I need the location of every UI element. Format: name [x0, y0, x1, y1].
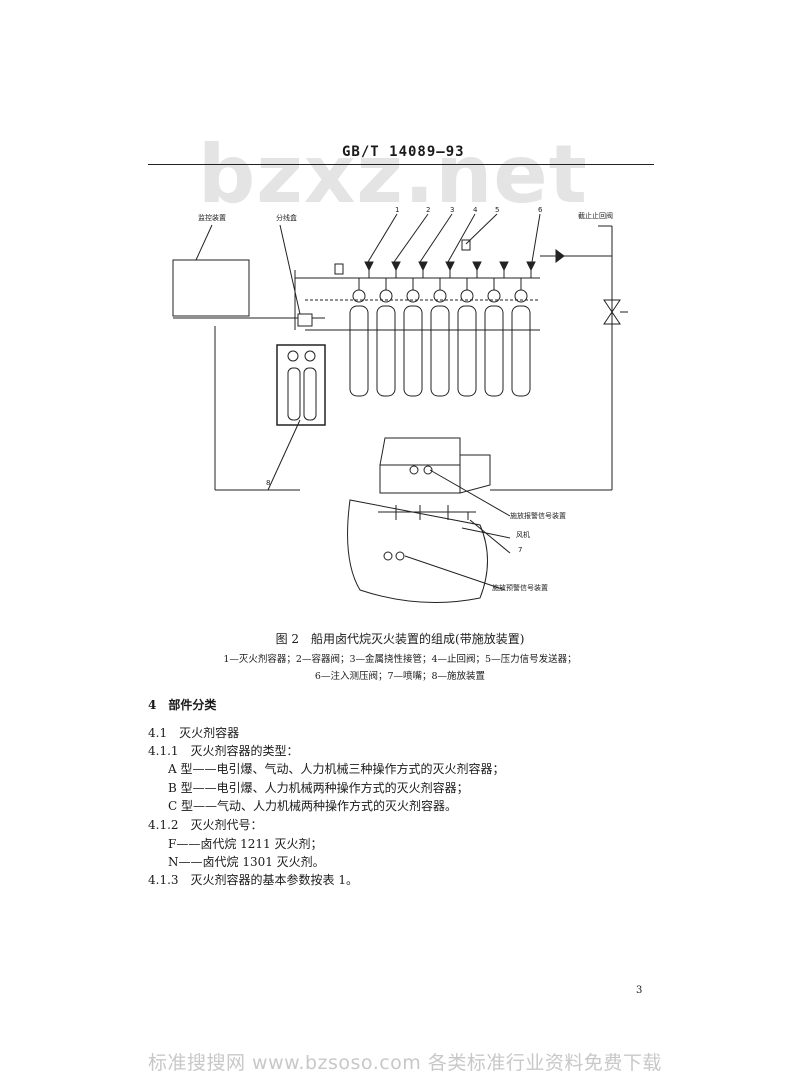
standard-code: GB/T 14089—93: [342, 144, 465, 160]
label-pre-release-signal: 施放预警信号装置: [492, 583, 548, 592]
release-unit: [276, 344, 326, 426]
label-fan: 风机: [516, 530, 530, 539]
figure-legend-1: 1—灭火剂容器；2—容器阀；3—金属挠性接管；4—止回阀；5—压力信号发送器；: [223, 654, 577, 665]
label-n8: 8: [266, 479, 270, 487]
stop-check-valve: [603, 299, 621, 313]
page-number: 3: [636, 985, 643, 996]
label-n1: 1: [395, 206, 399, 214]
label-n7: 7: [518, 546, 522, 554]
code-f: F——卤代烷 1211 灭火剂；: [168, 837, 323, 851]
label-release-signal: 施放报警信号装置: [510, 511, 566, 520]
section-title: 4 部件分类: [148, 698, 217, 712]
system-diagram: 监控装置 分线盒 截止止回阀 1 2 3 4 5 6 8 施放报警信号装置 风机…: [172, 206, 628, 603]
clause-4-1-2: 4.1.2 灭火剂代号：: [148, 818, 263, 832]
clause-4-1: 4.1 灭火剂容器: [148, 726, 240, 740]
watermark: bzxz.net: [198, 128, 588, 221]
label-n3: 3: [450, 206, 454, 214]
cylinder-bank: [349, 278, 531, 397]
clause-4-1-3: 4.1.3 灭火剂容器的基本参数按表 1。: [148, 873, 358, 887]
figure-caption: 图 2 船用卤代烷灭火装置的组成(带施放装置): [275, 632, 525, 646]
protected-space: [347, 499, 488, 603]
clause-4-1-1: 4.1.1 灭火剂容器的类型：: [148, 744, 299, 758]
label-monitor: 监控装置: [198, 213, 226, 222]
monitor-box: [172, 259, 250, 317]
label-n4: 4: [473, 206, 478, 214]
distributor-box: [297, 313, 313, 327]
label-check-valve: 截止止回阀: [578, 211, 613, 220]
label-distributor: 分线盒: [276, 213, 297, 222]
header-rule: [148, 164, 654, 165]
figure-legend-2: 6—注入测压阀；7—喷嘴；8—施放装置: [314, 671, 486, 682]
check-valve: [555, 249, 565, 263]
label-n6: 6: [538, 206, 543, 214]
type-b: B 型——电引爆、人力机械两种操作方式的灭火剂容器；: [168, 781, 469, 795]
type-a: A 型——电引爆、气动、人力机械三种操作方式的灭火剂容器；: [168, 762, 505, 776]
type-c: C 型——气动、人力机械两种操作方式的灭火剂容器。: [168, 799, 457, 813]
label-n5: 5: [495, 206, 499, 214]
footer-watermark: 标准搜搜网 www.bzsoso.com 各类标准行业资料免费下载: [148, 1052, 662, 1074]
code-n: N——卤代烷 1301 灭火剂。: [168, 855, 325, 869]
label-n2: 2: [426, 206, 430, 214]
